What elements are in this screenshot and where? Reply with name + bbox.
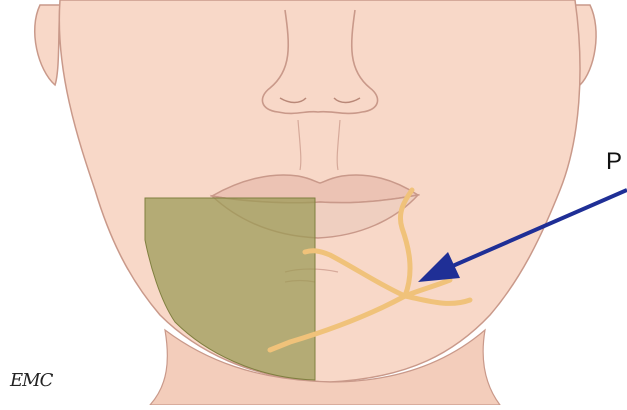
emc-logo: EMC xyxy=(10,372,52,390)
left-ear xyxy=(35,5,60,85)
annotation-label: P xyxy=(606,150,622,174)
